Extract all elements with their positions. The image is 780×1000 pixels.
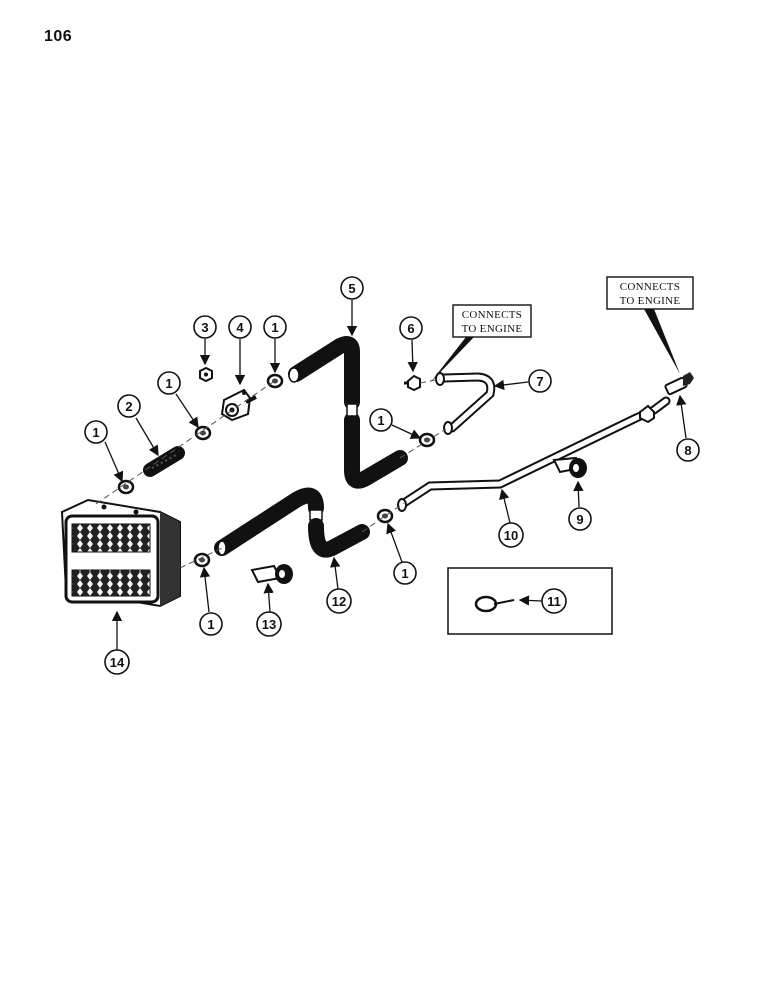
svg-text:1: 1 xyxy=(92,425,99,440)
hose-clamp xyxy=(376,508,394,524)
callout-1: 1 xyxy=(84,420,124,483)
svg-text:13: 13 xyxy=(262,617,276,632)
heater-core-assembly xyxy=(60,498,181,608)
svg-text:CONNECTS: CONNECTS xyxy=(462,309,522,321)
tube-clip xyxy=(552,456,587,478)
svg-text:11: 11 xyxy=(547,594,561,609)
svg-text:6: 6 xyxy=(407,321,414,336)
hose-clamp xyxy=(117,479,135,495)
callout-12: 12 xyxy=(326,556,352,614)
connects-to-engine-note: CONNECTS TO ENGINE xyxy=(430,304,532,383)
callout-10: 10 xyxy=(498,488,524,548)
callout-11: 11 xyxy=(518,588,567,614)
svg-text:1: 1 xyxy=(271,320,278,335)
connector-fitting xyxy=(664,372,694,396)
fitting xyxy=(404,374,421,392)
svg-text:1: 1 xyxy=(165,376,172,391)
callout-1: 1 xyxy=(263,315,287,374)
callout-1: 1 xyxy=(199,566,223,636)
connects-to-engine-note: CONNECTS TO ENGINE xyxy=(606,276,694,374)
short-hose xyxy=(143,446,185,477)
svg-text:9: 9 xyxy=(576,512,583,527)
callout-3: 3 xyxy=(193,315,217,366)
callout-8: 8 xyxy=(676,394,700,462)
callout-1: 1 xyxy=(386,522,417,585)
svg-text:7: 7 xyxy=(536,374,543,389)
nut xyxy=(199,366,213,383)
callout-14: 14 xyxy=(104,610,130,675)
svg-text:5: 5 xyxy=(348,281,355,296)
callout-7: 7 xyxy=(493,369,552,393)
svg-text:1: 1 xyxy=(207,617,214,632)
svg-text:14: 14 xyxy=(110,655,125,670)
svg-text:CONNECTS: CONNECTS xyxy=(620,281,680,293)
svg-text:2: 2 xyxy=(125,399,132,414)
steel-tube-lower xyxy=(397,396,671,512)
svg-text:4: 4 xyxy=(236,320,244,335)
callout-1: 1 xyxy=(369,408,422,439)
heater-hose-lower xyxy=(214,487,370,558)
heater-hose-upper xyxy=(288,336,408,489)
page-number: 106 xyxy=(44,28,73,45)
svg-text:1: 1 xyxy=(377,413,384,428)
svg-text:TO ENGINE: TO ENGINE xyxy=(462,323,523,335)
svg-text:12: 12 xyxy=(332,594,346,609)
hose-clip xyxy=(250,564,293,584)
svg-text:TO ENGINE: TO ENGINE xyxy=(620,295,681,307)
hose-clamp xyxy=(266,373,284,389)
svg-text:8: 8 xyxy=(684,443,691,458)
steel-tube-upper xyxy=(435,372,496,435)
callout-6: 6 xyxy=(399,316,423,373)
hose-clamp xyxy=(193,552,211,568)
callout-5: 5 xyxy=(340,276,364,337)
hose-clamp xyxy=(194,425,212,441)
svg-text:10: 10 xyxy=(504,528,518,543)
callout-2: 2 xyxy=(117,394,159,457)
svg-text:1: 1 xyxy=(401,566,408,581)
hose-clamp xyxy=(418,432,436,448)
callout-1: 1 xyxy=(157,371,199,429)
callout-9: 9 xyxy=(568,480,592,531)
callout-13: 13 xyxy=(256,582,282,637)
svg-text:3: 3 xyxy=(201,320,208,335)
callout-4: 4 xyxy=(228,315,252,386)
assembly-centerline xyxy=(95,378,447,569)
